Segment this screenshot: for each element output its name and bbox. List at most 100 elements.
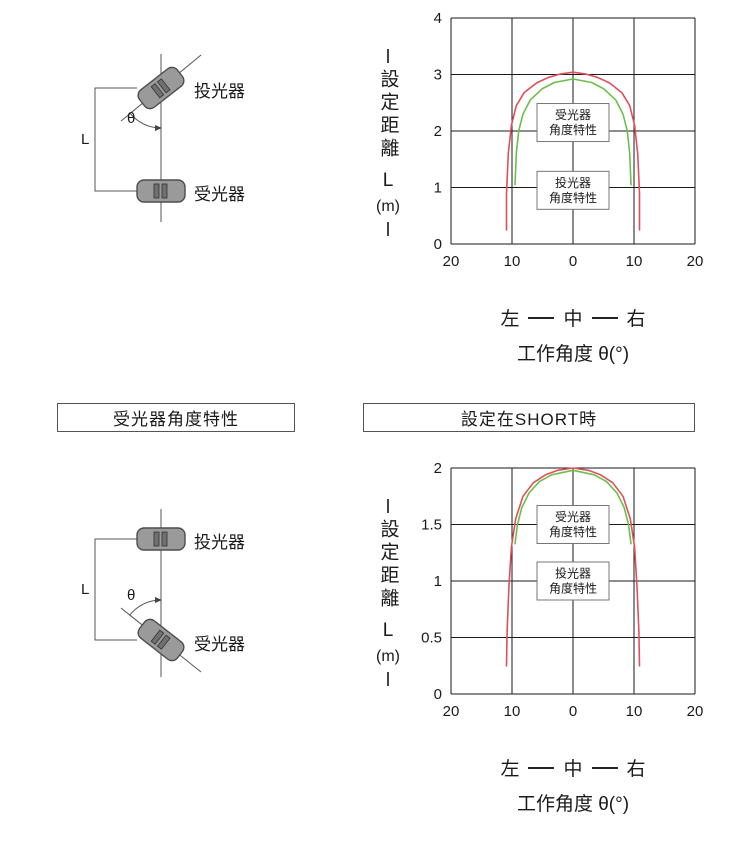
annotation-text: 角度特性: [549, 581, 597, 596]
distance-bracket: [94, 87, 137, 192]
distance-label: L: [81, 581, 90, 598]
receiver-body: [136, 179, 186, 203]
x-tick-label: 10: [504, 703, 521, 720]
y-tick-label: 2: [434, 460, 442, 477]
receiver-angle-header: 受光器角度特性: [57, 403, 295, 432]
receiver-slot: [161, 183, 168, 199]
angle-label: θ: [127, 110, 136, 127]
emitter-body: [137, 66, 185, 110]
emitter-sensor: [137, 66, 185, 110]
x-tick-label: 10: [626, 253, 643, 270]
emitter-slot: [150, 83, 165, 99]
y-axis-symbol: L: [382, 619, 394, 641]
direction-legend: 左 中 右: [435, 304, 711, 331]
annotation-text: 受光器: [555, 108, 591, 122]
annotation-text: 受光器: [555, 510, 591, 524]
legend-left: 左: [500, 759, 520, 780]
annotation-text: 投光器: [555, 566, 591, 581]
curve-inner: [514, 469, 632, 545]
receiver-sensor: [136, 179, 186, 203]
legend-right: 右: [626, 309, 646, 330]
axis-dash: [387, 48, 389, 63]
short-mode-header-text: 設定在SHORT時: [460, 410, 598, 429]
annotation-box: [536, 170, 610, 210]
annotation-text: 角度特性: [549, 524, 597, 539]
emitter-label: 投光器: [194, 82, 245, 101]
angle-label: θ: [127, 587, 136, 604]
emitter-body: [136, 527, 186, 551]
y-tick-label: 0.5: [421, 630, 442, 647]
axis-dash: [387, 671, 389, 686]
y-axis-title: 設定距離: [377, 518, 399, 611]
y-tick-label: 3: [434, 67, 442, 84]
emitter-slot: [161, 531, 168, 547]
angle-arc-arrow: [129, 112, 162, 131]
legend-right: 右: [626, 759, 646, 780]
x-axis-title: 工作角度 θ(°): [516, 344, 630, 365]
x-tick-label: 0: [569, 253, 577, 270]
receiver-slot: [153, 183, 160, 199]
distance-label: L: [81, 131, 90, 148]
y-axis-label: 設定距離 L (m): [365, 456, 411, 728]
y-tick-label: 1: [434, 573, 442, 590]
emitter-slot: [153, 531, 160, 547]
receiver-body: [137, 618, 185, 662]
y-axis-title: 設定距離: [377, 68, 399, 161]
x-tick-label: 20: [687, 253, 704, 270]
annotation-box: [536, 103, 610, 143]
receiver-slot: [150, 629, 165, 645]
legend-left: 左: [500, 309, 520, 330]
y-tick-label: 0: [434, 236, 442, 253]
legend-dash: [591, 766, 618, 769]
direction-legend: 左 中 右: [435, 754, 711, 781]
x-tick-label: 20: [687, 703, 704, 720]
x-tick-label: 0: [569, 703, 577, 720]
x-tick-label: 10: [626, 703, 643, 720]
curve-inner: [514, 78, 632, 186]
emitter-angle-diagram: 投光器 受光器 L θ: [55, 50, 295, 230]
annotation-box: [536, 561, 610, 601]
curve-outer: [505, 467, 641, 667]
annotation-box: [536, 505, 610, 544]
curve-outer: [505, 71, 641, 231]
annotation-text: 角度特性: [549, 190, 597, 205]
short-mode-header: 設定在SHORT時: [363, 403, 695, 432]
legend-dash: [591, 316, 618, 319]
annotation-text: 角度特性: [549, 122, 597, 137]
x-axis-title: 工作角度 θ(°): [516, 794, 630, 815]
receiver-angle-header-text: 受光器角度特性: [113, 410, 239, 429]
x-tick-label: 20: [443, 253, 460, 270]
sensor-arrangement-drawing: [94, 509, 202, 677]
legend-center: 中: [563, 759, 583, 780]
y-axis-unit: (m): [376, 197, 400, 215]
distance-bracket: [94, 538, 137, 641]
receiver-label: 受光器: [194, 185, 245, 204]
emitter-slot: [156, 78, 171, 94]
legend-dash: [528, 316, 555, 319]
axis-dash: [387, 498, 389, 513]
y-tick-label: 4: [434, 10, 442, 27]
angle-arc-arrow: [129, 597, 162, 616]
legend-dash: [528, 766, 555, 769]
y-tick-label: 2: [434, 123, 442, 140]
y-axis-label: 設定距離 L (m): [365, 6, 411, 278]
annotation-text: 投光器: [555, 175, 591, 190]
receiver-angle-diagram: 投光器 受光器 L θ: [55, 505, 295, 685]
receiver-label: 受光器: [194, 635, 245, 654]
y-tick-label: 0: [434, 686, 442, 703]
y-axis-symbol: L: [382, 169, 394, 191]
y-tick-label: 1: [434, 180, 442, 197]
emitter-label: 投光器: [194, 533, 245, 552]
y-axis-unit: (m): [376, 647, 400, 665]
receiver-sensor: [137, 618, 185, 662]
y-tick-label: 1.5: [421, 517, 442, 534]
x-tick-label: 10: [504, 253, 521, 270]
axis-dash: [387, 221, 389, 236]
receiver-slot: [156, 634, 171, 650]
